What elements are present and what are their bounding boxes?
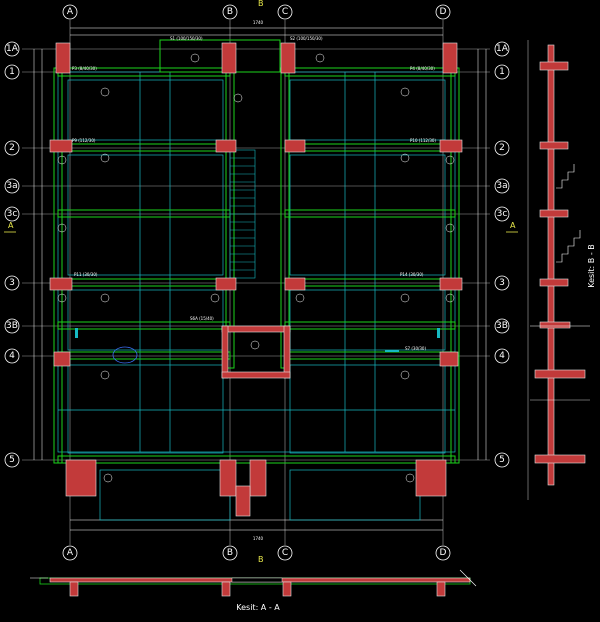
section-bb-title: Kesit: B - B bbox=[587, 244, 596, 287]
axis-row-1a-right: 1A bbox=[496, 44, 509, 54]
section-aa: Kesit: A - A bbox=[30, 569, 477, 612]
column-axis-top: A B C D bbox=[62, 4, 451, 20]
beam-label-p11: P11 (30/30) bbox=[74, 272, 98, 277]
section-marker-b-top: B bbox=[258, 0, 264, 8]
slab-tags bbox=[57, 53, 455, 483]
walls bbox=[49, 42, 463, 517]
axis-col-a-top: A bbox=[67, 7, 74, 17]
beam-labels: S1 (100/150/30) S2 (100/150/30) P3 (8/40… bbox=[72, 36, 436, 351]
axis-row-1a-left: 1A bbox=[6, 44, 19, 54]
axis-row-2-right: 2 bbox=[499, 143, 505, 153]
axis-row-3-right: 3 bbox=[499, 278, 505, 288]
section-marker-a-right: A bbox=[510, 221, 516, 230]
axis-row-3-left: 3 bbox=[9, 278, 15, 288]
axis-row-3b-left: 3B bbox=[6, 321, 18, 331]
beam-label-p10: P10 (112/30) bbox=[410, 138, 436, 143]
axis-col-c-bottom: C bbox=[282, 548, 288, 558]
section-aa-title: Kesit: A - A bbox=[236, 603, 280, 612]
row-axis-right: 1A 1 2 3a 3c 3 3B 4 5 bbox=[494, 41, 510, 468]
beam-label-s1: S1 (100/150/30) bbox=[170, 36, 203, 41]
axis-col-a-bottom: A bbox=[67, 548, 74, 558]
beam-label-p14: P14 (30/30) bbox=[400, 272, 424, 277]
axis-col-b-bottom: B bbox=[227, 548, 233, 558]
section-marker-b-bottom: B bbox=[258, 555, 264, 564]
axis-row-3a-right: 3a bbox=[496, 181, 507, 191]
axis-row-5-left: 5 bbox=[9, 455, 15, 465]
axis-col-d-top: D bbox=[440, 7, 447, 17]
overall-dim-top: 1740 bbox=[253, 20, 264, 25]
column-axis-bottom: A B C D bbox=[62, 545, 451, 561]
axis-row-4-right: 4 bbox=[499, 351, 505, 361]
axis-row-5-right: 5 bbox=[499, 455, 505, 465]
beam-label-s7: S7 (30/30) bbox=[405, 346, 426, 351]
axis-row-3a-left: 3a bbox=[6, 181, 17, 191]
axis-row-3c-right: 3c bbox=[497, 209, 508, 219]
row-axis-left: 1A 1 2 3a 3c 3 3B 4 5 bbox=[4, 41, 20, 468]
axis-row-3c-left: 3c bbox=[7, 209, 18, 219]
overall-dim-bottom: 1740 bbox=[253, 536, 264, 541]
stair bbox=[229, 149, 256, 279]
beam-label-s2: S2 (100/150/30) bbox=[290, 36, 323, 41]
section-marker-a-left: A bbox=[8, 221, 14, 230]
beam-label-p4: P4 (8/40/30) bbox=[410, 66, 435, 71]
beam-label-p9: P9 (112/30) bbox=[72, 138, 96, 143]
beam-label-s6a: S6A (15/40) bbox=[190, 316, 214, 321]
axis-row-1-right: 1 bbox=[499, 67, 505, 77]
axis-row-4-left: 4 bbox=[9, 351, 15, 361]
axis-col-d-bottom: D bbox=[440, 548, 447, 558]
axis-col-b-top: B bbox=[227, 7, 233, 17]
dimension-lines bbox=[33, 27, 487, 531]
axis-row-2-left: 2 bbox=[9, 143, 15, 153]
axis-row-3b-right: 3B bbox=[496, 321, 508, 331]
section-bb: Kesit: B - B bbox=[527, 40, 596, 500]
axis-row-1-left: 1 bbox=[9, 67, 15, 77]
section-markers: A A B B bbox=[4, 0, 518, 564]
axis-col-c-top: C bbox=[282, 7, 288, 17]
beam-label-p3: P3 (8/40/30) bbox=[72, 66, 97, 71]
